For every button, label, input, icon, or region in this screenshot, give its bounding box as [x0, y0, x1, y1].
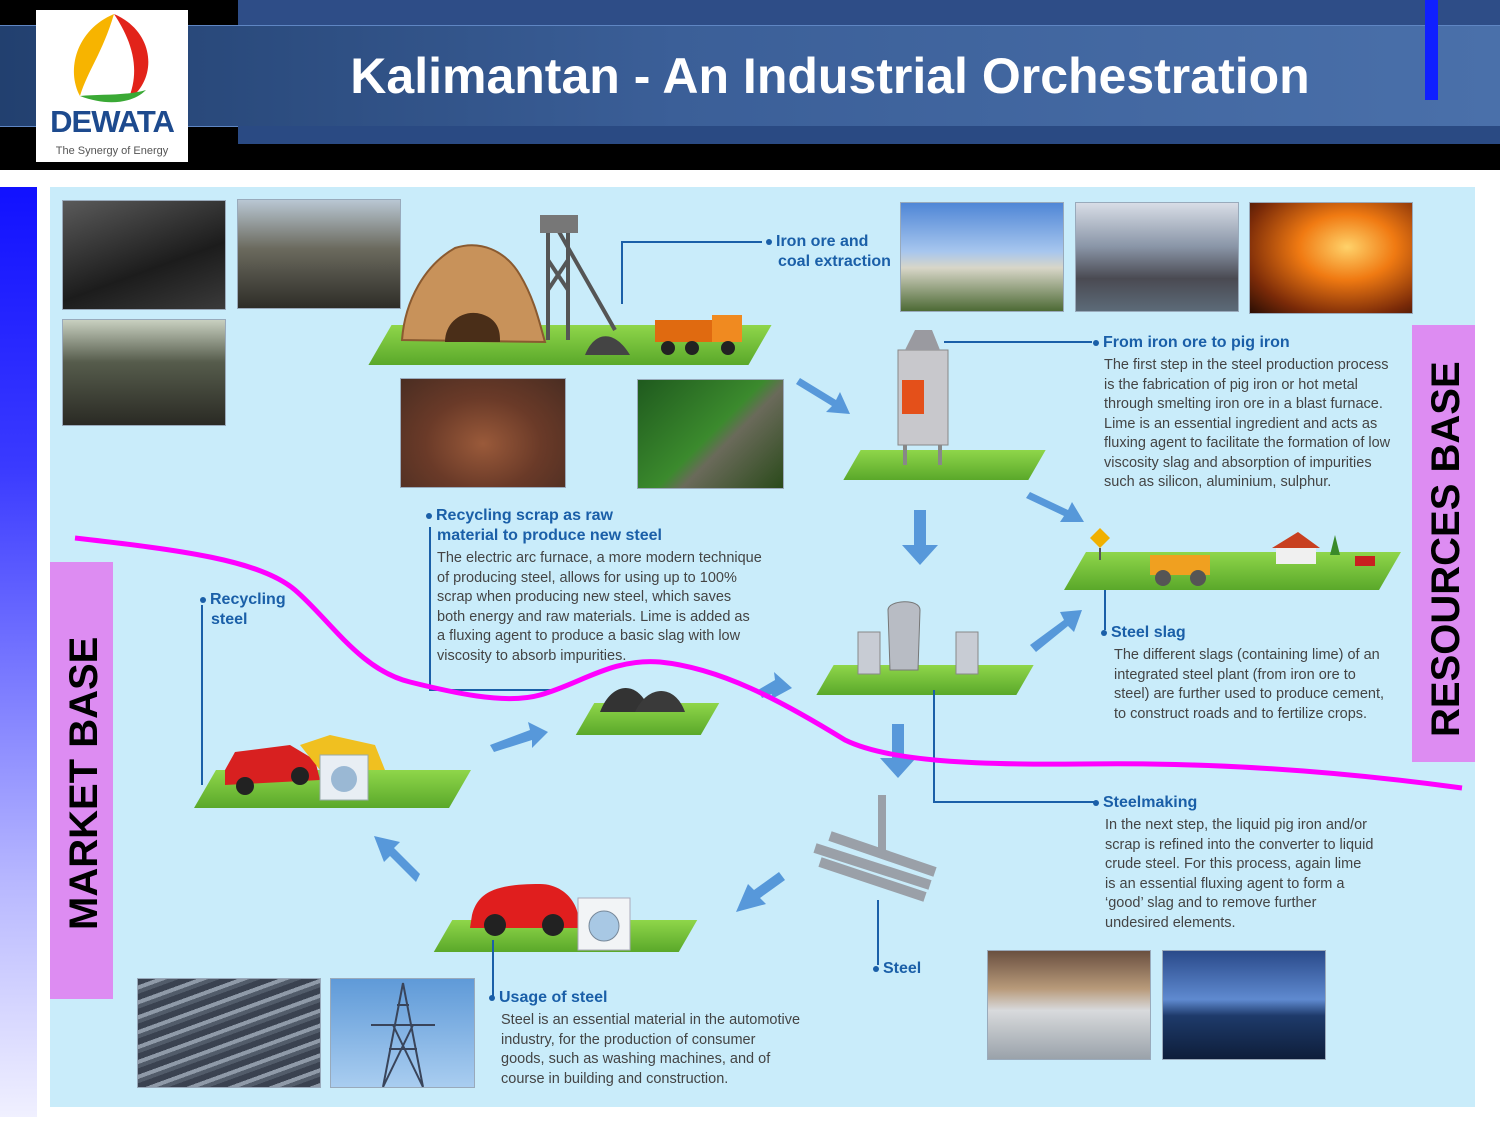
coal-stockyard-photo	[62, 319, 226, 426]
pig-iron-title: From iron ore to pig iron	[1093, 333, 1290, 353]
side-gradient-bar	[0, 187, 37, 1117]
road-sign-icon	[1090, 528, 1110, 548]
open-pit-mine-photo	[400, 378, 566, 488]
header-band-bottom	[238, 126, 1500, 144]
coal-pile-photo	[62, 200, 226, 310]
arrow-to-slag-icon	[1026, 492, 1084, 522]
steel-slag-text: The different slags (containing lime) of…	[1114, 647, 1385, 722]
steel-rebar-photo	[137, 978, 321, 1088]
pig-iron-text: The first step in the steel production p…	[1104, 357, 1391, 490]
logo-tagline: The Synergy of Energy	[55, 145, 169, 157]
transmission-tower-photo	[330, 978, 475, 1088]
steel-slag-title: Steel slag	[1101, 623, 1186, 643]
mine-entrance-icon	[445, 312, 500, 342]
arrow-to-furnace-icon	[796, 378, 850, 414]
tower-icon	[371, 982, 435, 1087]
flow-arrows	[374, 378, 1084, 912]
steelmaking-title: Steelmaking	[1093, 793, 1197, 813]
page-title: Kalimantan - An Industrial Orchestration	[350, 48, 1310, 104]
market-resources-divider	[74, 535, 1463, 791]
arrow-to-converter-icon	[902, 510, 938, 565]
molten-steel-photo	[1249, 202, 1413, 314]
arrow-to-usage-icon	[736, 872, 785, 912]
farmhouse-icon	[1272, 532, 1320, 548]
header-band	[0, 25, 1500, 127]
flame-logo-icon	[73, 14, 149, 103]
resources-base-label: RESOURCES BASE	[1412, 325, 1475, 762]
headframe-cap-icon	[540, 215, 578, 233]
tractor-icon	[1355, 556, 1375, 566]
ore-ship-photo	[1075, 202, 1239, 312]
arrow-to-scrap-icon	[490, 722, 548, 752]
header-accent-bar	[1425, 0, 1438, 100]
header-band-top	[238, 0, 1500, 25]
coal-conveyor-photo	[237, 199, 401, 309]
scrap-pile-icon	[600, 688, 650, 712]
arrow-to-recycling-icon	[374, 836, 420, 882]
power-plant-photo	[900, 202, 1064, 312]
industrial-plant-night-photo	[1162, 950, 1326, 1060]
coal-train-photo	[637, 379, 784, 489]
steel-beams-icon	[813, 831, 937, 902]
dewata-logo: DEWATA The Synergy of Energy	[36, 10, 188, 162]
steelmaking-text: In the next step, the liquid pig iron an…	[1105, 817, 1374, 931]
arrow-to-steel-icon	[880, 724, 916, 778]
logo-wordmark: DEWATA	[50, 104, 175, 139]
steel-converter-icon	[887, 601, 921, 671]
usage-text: Steel is an essential material in the au…	[501, 1012, 801, 1087]
mine-headframe-icon	[540, 228, 617, 340]
ore-pile-icon	[585, 336, 630, 355]
dump-truck-icon	[655, 320, 715, 342]
steel-label: Steel	[873, 959, 921, 979]
tree-icon	[1330, 535, 1340, 555]
recycling-scrap-text: The electric arc furnace, a more modern …	[437, 550, 762, 664]
arrow-converter-to-slag-icon	[1030, 610, 1082, 652]
market-base-label: MARKET BASE	[50, 562, 113, 999]
mine-rock-icon	[400, 244, 547, 344]
road-roller-icon	[1150, 555, 1210, 575]
usage-title: Usage of steel	[489, 988, 607, 1008]
steel-coils-photo	[987, 950, 1151, 1060]
